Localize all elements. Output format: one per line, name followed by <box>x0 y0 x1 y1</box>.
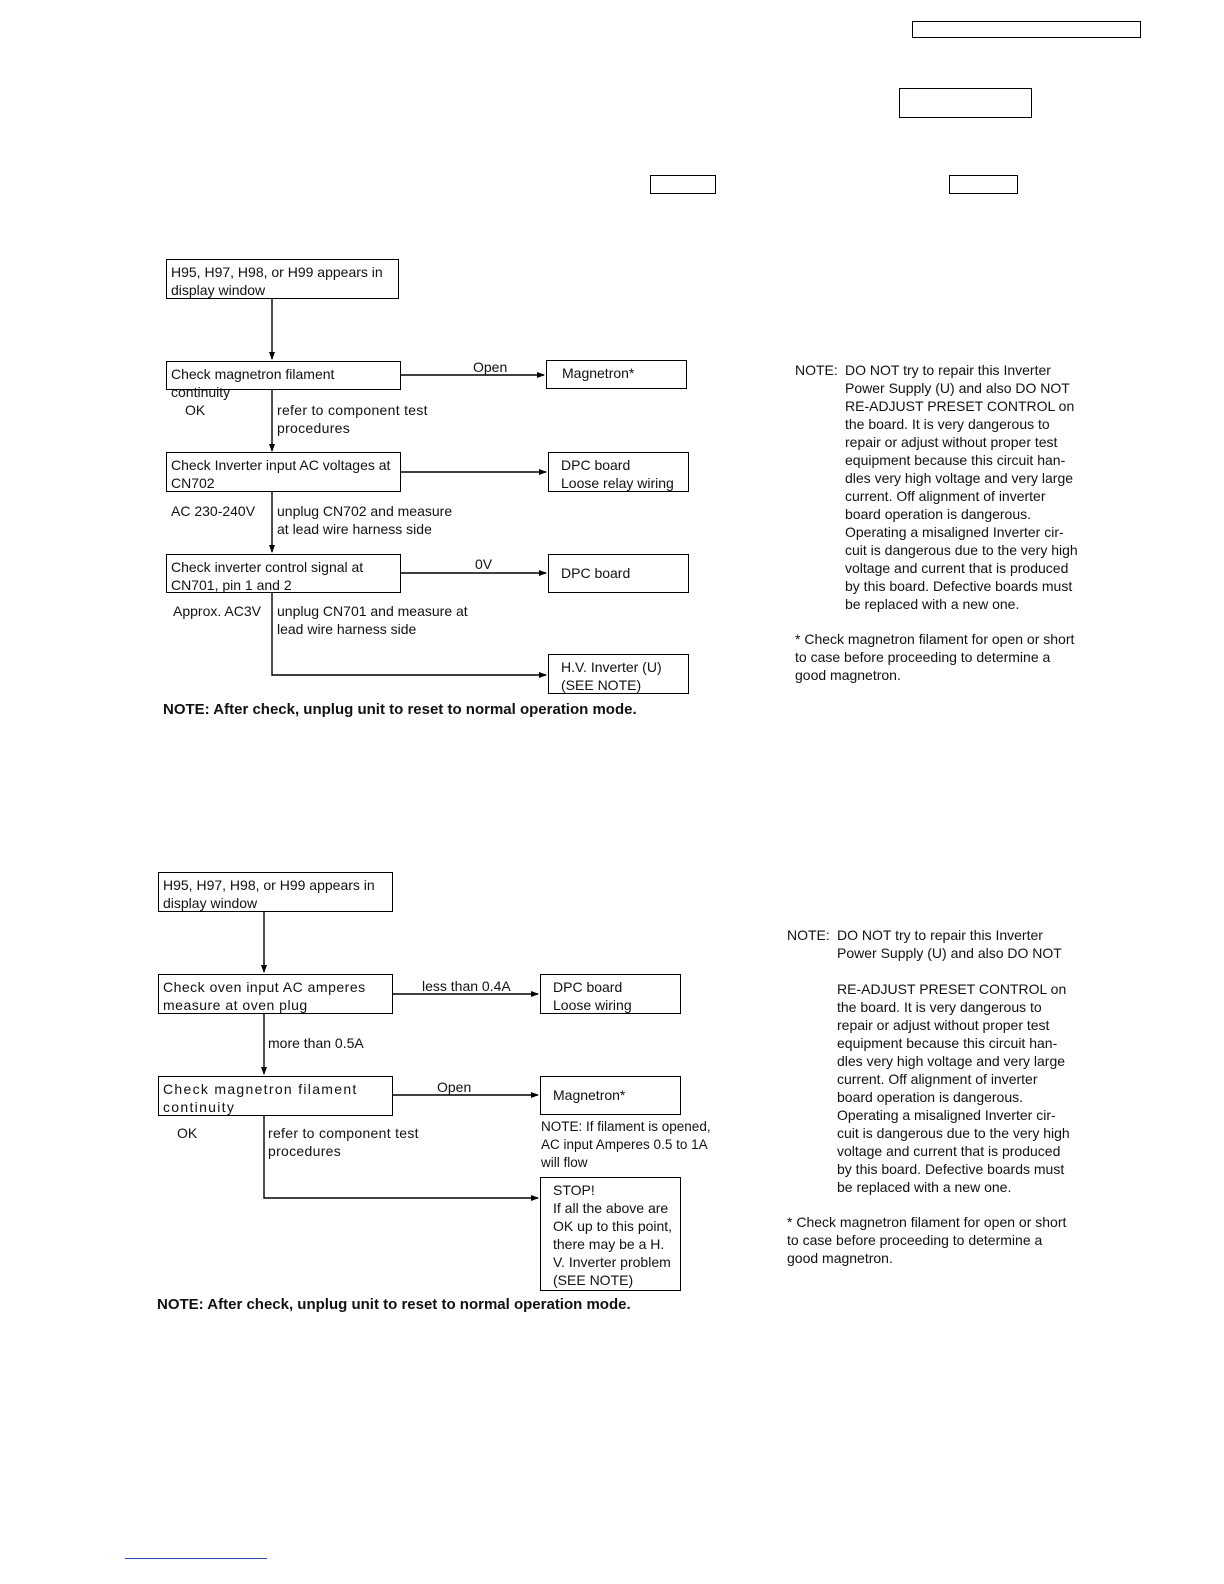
fc1-check-filament-box: Check magnetron filament continuity <box>166 361 401 400</box>
fc1-approx-label: Approx. AC3V <box>173 603 261 619</box>
fc1-open-label: Open <box>473 359 508 375</box>
fc2-dpc-loose-box: DPC board Loose wiring <box>540 974 681 1014</box>
fc1-unplug701-label: unplug CN701 and measure at lead wire ha… <box>277 603 468 637</box>
side-note-1: NOTE: DO NOT try to repair this Inverter… <box>795 361 1115 621</box>
fc1-ac-label: AC 230-240V <box>171 503 256 519</box>
side-note-2-star: * Check magnetron filament for open or s… <box>787 1214 1067 1266</box>
fc2-start-box: H95, H97, H98, or H99 appears in display… <box>158 872 393 912</box>
fc1-dpc-loose-relay-box: DPC board Loose relay wiring <box>548 452 689 492</box>
fc2-stop-box: STOP! If all the above are OK up to this… <box>540 1177 681 1291</box>
side-note-2-head: NOTE: <box>787 927 830 943</box>
fc1-magnetron-box: Magnetron* <box>546 360 687 389</box>
header-ref-box-left <box>650 175 716 194</box>
side-note-1-star: * Check magnetron filament for open or s… <box>795 631 1075 683</box>
fc2-more-label: more than 0.5A <box>268 1035 364 1051</box>
fc2-magnetron-box: Magnetron* <box>540 1076 681 1115</box>
fc1-arrow-to-hv-inverter <box>271 593 547 678</box>
fc2-check-oven-amps-box: Check oven input AC amperes measure at o… <box>158 974 393 1014</box>
fc1-unplug702-label: unplug CN702 and measure at lead wire ha… <box>277 503 453 537</box>
fc1-refer-label: refer to component test procedures <box>277 402 428 436</box>
header-ref-box-right <box>949 175 1018 194</box>
fc2-check-filament-box: Check magnetron filament continuity <box>158 1076 393 1116</box>
fc1-check-control-signal-box: Check inverter control signal at CN701, … <box>166 554 401 593</box>
header-section-box <box>899 88 1032 118</box>
fc2-arrow-to-stop <box>263 1115 539 1201</box>
fc1-start-box: H95, H97, H98, or H99 appears in display… <box>166 259 399 299</box>
side-note-2-body: DO NOT try to repair this Inverter Power… <box>837 927 1070 1195</box>
fc1-bottom-note: NOTE: After check, unplug unit to reset … <box>163 701 637 718</box>
side-note-1-body: DO NOT try to repair this Inverter Power… <box>845 362 1078 612</box>
fc2-open-label: Open <box>437 1079 472 1095</box>
header-model-box <box>912 21 1141 38</box>
side-note-1-head: NOTE: <box>795 362 838 378</box>
fc2-ok-label: OK <box>177 1125 198 1141</box>
fc1-0v-label: 0V <box>475 556 493 572</box>
fc1-ok-label: OK <box>185 402 206 418</box>
fc1-hv-inverter-box: H.V. Inverter (U) (SEE NOTE) <box>548 654 689 694</box>
fc2-refer-label: refer to component test procedures <box>268 1125 419 1159</box>
fc2-less-label: less than 0.4A <box>422 978 511 994</box>
footer-link-underline <box>125 1558 267 1559</box>
side-note-2: NOTE: DO NOT try to repair this Inverter… <box>787 926 1107 1206</box>
fc1-check-inverter-input-box: Check Inverter input AC voltages at CN70… <box>166 452 401 492</box>
fc2-filament-note: NOTE: If filament is opened, AC input Am… <box>541 1119 711 1170</box>
fc2-bottom-note: NOTE: After check, unplug unit to reset … <box>157 1296 631 1313</box>
fc1-dpc-board-box: DPC board <box>548 554 689 593</box>
